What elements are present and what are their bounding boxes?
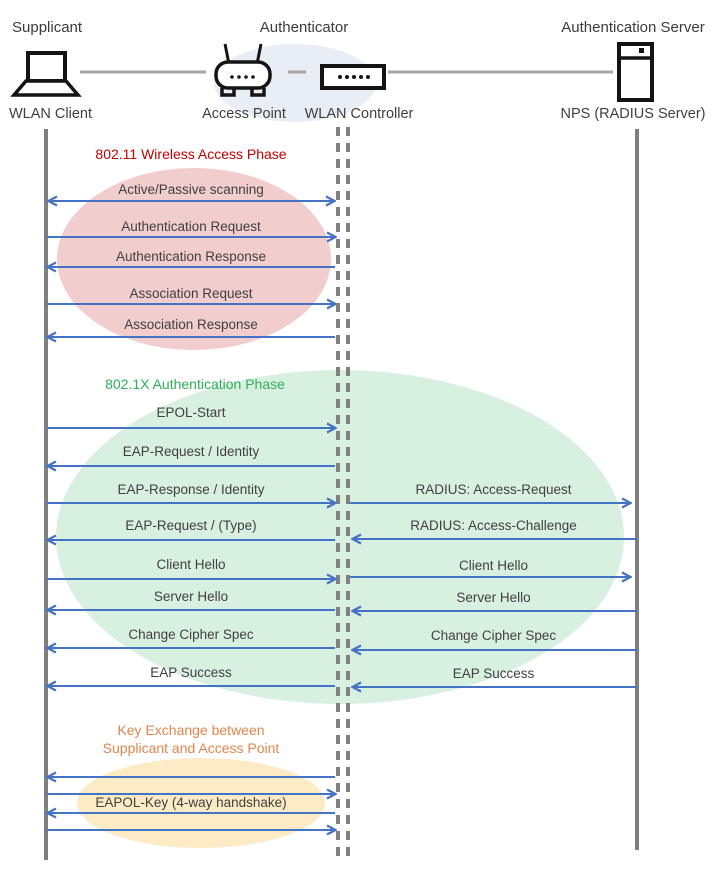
- phase2-title: 802.1X Authentication Phase: [105, 376, 285, 392]
- phase2-ellipse: [56, 370, 624, 704]
- client-side-arrows: [47, 201, 335, 830]
- device-wlan-controller: WLAN Controller: [304, 106, 414, 122]
- msg-eap-response-identity: EAP-Response / Identity: [117, 482, 265, 497]
- laptop-icon: [10, 51, 82, 97]
- phase3-title-line2: Supplicant and Access Point: [102, 740, 280, 756]
- msg-eap-request-type: EAP-Request / (Type): [125, 518, 257, 533]
- msg-server-hello-left: Server Hello: [153, 589, 229, 604]
- msg-authentication-request: Authentication Request: [121, 219, 261, 234]
- msg-epol-start: EPOL-Start: [156, 405, 226, 420]
- access-point-icon: [214, 43, 272, 97]
- msg-client-hello-left: Client Hello: [156, 557, 226, 572]
- role-supplicant: Supplicant: [12, 19, 83, 36]
- phase3-title-line1: Key Exchange between: [117, 722, 265, 738]
- device-access-point: Access Point: [202, 106, 286, 122]
- device-nps-radius-server: NPS (RADIUS Server): [560, 106, 706, 122]
- msg-server-hello-right: Server Hello: [456, 590, 531, 605]
- msg-radius-access-challenge: RADIUS: Access-Challenge: [410, 518, 577, 533]
- server-side-arrows: [350, 503, 637, 687]
- msg-active-passive-scanning: Active/Passive scanning: [118, 182, 264, 197]
- msg-eap-success-right: EAP Success: [452, 666, 535, 681]
- phase3-ellipse: [77, 758, 325, 848]
- role-authentication-server: Authentication Server: [561, 19, 705, 36]
- server-icon: [617, 42, 654, 102]
- msg-eap-request-identity: EAP-Request / Identity: [122, 444, 260, 459]
- phase1-title: 802.11 Wireless Access Phase: [95, 146, 287, 162]
- msg-change-cipher-spec-right: Change Cipher Spec: [430, 628, 557, 643]
- msg-client-hello-right: Client Hello: [458, 558, 529, 573]
- msg-radius-access-request: RADIUS: Access-Request: [415, 482, 572, 497]
- msg-eapol-key-handshake: EAPOL-Key (4-way handshake): [95, 795, 287, 810]
- device-wlan-client: WLAN Client: [9, 106, 92, 122]
- msg-change-cipher-spec-left: Change Cipher Spec: [128, 627, 254, 642]
- msg-association-request: Association Request: [129, 286, 253, 301]
- wlan-controller-icon: [320, 64, 386, 90]
- role-authenticator: Authenticator: [259, 19, 349, 36]
- msg-authentication-response: Authentication Response: [115, 249, 267, 264]
- msg-eap-success-left: EAP Success: [150, 665, 232, 680]
- msg-association-response: Association Response: [124, 317, 258, 332]
